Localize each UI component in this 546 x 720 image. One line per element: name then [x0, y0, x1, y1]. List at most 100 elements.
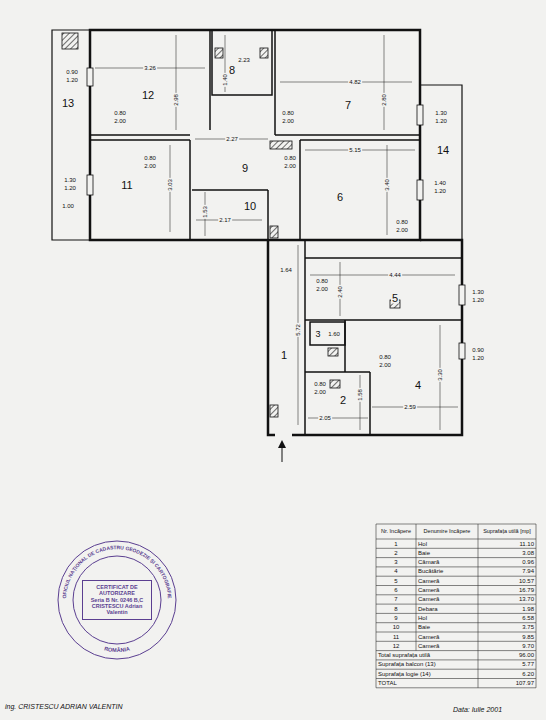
stamp-ring-text: OFICIUL NAȚIONAL DE CADASTRU GEODEZIE ȘI… — [61, 544, 173, 599]
dimension-text: 1.20 — [65, 77, 79, 83]
table-cell: 0.96 — [478, 558, 536, 567]
author-note: ing. CRISTESCU ADRIAN VALENTIN — [4, 703, 124, 710]
table-line — [416, 524, 417, 651]
table-cell: 1 — [376, 539, 416, 548]
room-number: 4 — [414, 380, 422, 391]
table-line — [376, 669, 536, 670]
table-cell: Hol — [416, 539, 478, 548]
dimension-text: 5.72 — [295, 323, 301, 337]
dimension-text: 0.90 — [65, 69, 79, 75]
dimension-text: 5.15 — [348, 147, 362, 153]
table-cell: Debara — [416, 604, 478, 613]
table-line — [376, 585, 536, 586]
table-line — [376, 604, 536, 605]
table-line — [376, 659, 536, 660]
dimension-text: 0.80 — [315, 278, 329, 284]
room-number: 13 — [61, 98, 75, 109]
dimension-text: 2.00 — [281, 118, 295, 124]
table-cell: Baie — [416, 623, 478, 632]
dimension-text: 3.26 — [143, 65, 157, 71]
table-line — [376, 566, 536, 567]
table-cell: 6.58 — [478, 613, 536, 622]
dimension-text: 4.82 — [348, 79, 362, 85]
dimension-text: 3.03 — [167, 178, 173, 192]
room-number: 8 — [228, 65, 236, 76]
table-cell: 5 — [376, 576, 416, 585]
dimension-text: 3.30 — [437, 368, 443, 382]
dimension-text: 2.00 — [143, 163, 157, 169]
table-cell: 11.10 — [478, 539, 536, 548]
table-cell: Cameră — [416, 632, 478, 641]
room-number: 6 — [336, 192, 344, 203]
dimension-text: 2.00 — [113, 118, 127, 124]
dimension-text: 2.59 — [403, 404, 417, 410]
dimension-text: 1.20 — [471, 297, 485, 303]
dimension-text: 0.80 — [395, 219, 409, 225]
dimension-text: 1.40 — [222, 73, 228, 87]
stamp-box: CERTIFICAT DE AUTORIZARESeria B Nr. 0246… — [82, 580, 152, 620]
table-cell: 8 — [376, 604, 416, 613]
room-number: 2 — [339, 395, 347, 406]
room-number: 3 — [314, 330, 321, 339]
dimension-text: 2.17 — [218, 217, 232, 223]
dimension-text: 2.40 — [337, 285, 343, 299]
dimension-text: 2.00 — [315, 286, 329, 292]
table-line — [376, 622, 536, 623]
dimension-text: 1.58 — [357, 388, 363, 402]
table-line — [376, 524, 536, 525]
table-cell: 107.97 — [478, 679, 536, 688]
dimension-text: 2.23 — [237, 57, 251, 63]
table-cell: 6.20 — [478, 669, 536, 678]
dimension-text: 0.80 — [283, 155, 297, 161]
dimension-text: 1.60 — [327, 331, 341, 337]
room-number: 11 — [120, 180, 133, 191]
table-cell: 6 — [376, 586, 416, 595]
dimension-text: 1.20 — [434, 118, 448, 124]
dimension-text: 2.05 — [318, 415, 332, 421]
stamp-ring-text: ROMÂNIA — [104, 645, 131, 653]
table-line — [376, 632, 536, 633]
table-cell: 1.98 — [478, 604, 536, 613]
table-line — [376, 613, 536, 614]
table-cell: 9.70 — [478, 641, 536, 650]
table-line — [376, 524, 377, 688]
table-header: Nr. încăpere — [376, 524, 416, 539]
dimension-text: 2.00 — [395, 227, 409, 233]
table-cell: Cameră — [416, 641, 478, 650]
dimension-text: 2.80 — [381, 93, 387, 107]
dimension-text: 2.00 — [313, 389, 327, 395]
dimension-text: 0.80 — [313, 381, 327, 387]
room-number: 1 — [280, 350, 288, 361]
table-cell: 10.57 — [478, 576, 536, 585]
table-cell: 16.79 — [478, 586, 536, 595]
table-cell: 4 — [376, 567, 416, 576]
date-text: Data: Iulie 2001 — [452, 706, 503, 713]
dimension-text: 0.80 — [378, 354, 392, 360]
table-cell: 11 — [376, 632, 416, 641]
table-line — [376, 557, 536, 558]
table-cell: Hol — [416, 613, 478, 622]
dimension-text: 4.44 — [388, 272, 402, 278]
dimension-text: 1.64 — [279, 267, 293, 273]
table-cell: 96.00 — [478, 651, 536, 660]
table-cell: Cameră — [416, 586, 478, 595]
room-number: 7 — [344, 100, 352, 111]
table-cell: 12 — [376, 641, 416, 650]
table-cell: 5.77 — [478, 660, 536, 669]
table-cell: Cămară — [416, 558, 478, 567]
dimension-text: 2.00 — [283, 163, 297, 169]
table-line — [376, 548, 536, 549]
table-cell: 10 — [376, 623, 416, 632]
table-header: Denumire încăpere — [416, 524, 478, 539]
table-cell: Cameră — [416, 595, 478, 604]
room-number: 14 — [436, 145, 450, 156]
table-cell: 7.94 — [478, 567, 536, 576]
area-table-grid — [376, 524, 536, 688]
room-number: 10 — [243, 201, 257, 212]
dimension-text: 2.00 — [378, 362, 392, 368]
table-line — [536, 524, 537, 688]
stamp-text: CRISTESCU Adrian Valentin — [86, 603, 148, 616]
table-cell: 9 — [376, 613, 416, 622]
dimension-text: 0.80 — [281, 110, 295, 116]
